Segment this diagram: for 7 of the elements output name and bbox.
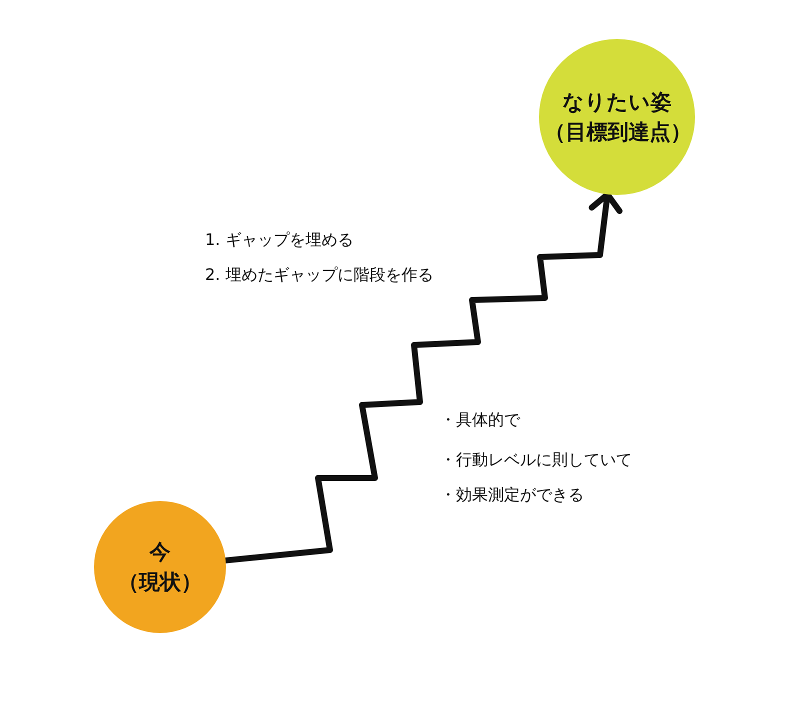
bullet-point: ・行動レベルに則していて: [440, 450, 632, 471]
step-note: 2. 埋めたギャップに階段を作る: [205, 265, 434, 286]
bullet-point: ・具体的で: [440, 410, 520, 431]
step-note: 1. ギャップを埋める: [205, 230, 354, 251]
circle-label: なりたい姿（目標到達点）: [544, 88, 690, 146]
bullet-point: ・効果測定ができる: [440, 485, 584, 506]
circle-label: 今（現状）: [117, 538, 203, 596]
